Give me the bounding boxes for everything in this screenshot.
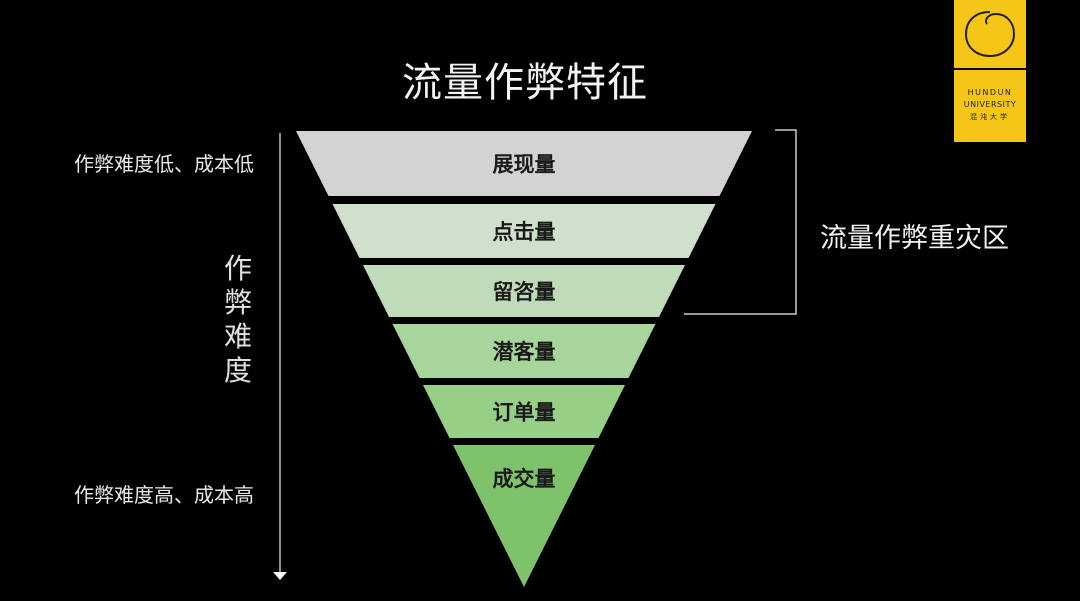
funnel-layer: [363, 265, 685, 317]
funnel-layer: [392, 324, 656, 378]
funnel-layer: [296, 131, 752, 196]
difficulty-axis-label: 作 弊 难 度: [220, 252, 256, 388]
funnel-layer: [332, 204, 716, 258]
logo-text-line3: 混沌大学: [970, 113, 1010, 121]
funnel-layer: [453, 445, 595, 587]
axis-char: 作: [223, 252, 252, 285]
hundun-logo: HUNDUN UNIVERSITY 混沌大学: [954, 0, 1026, 142]
logo-circle-icon: [964, 11, 1016, 58]
high-difficulty-note: 作弊难度高、成本高: [74, 483, 254, 507]
logo-text-line1: HUNDUN: [967, 88, 1013, 97]
page-title: 流量作弊特征: [402, 60, 648, 106]
low-difficulty-note: 作弊难度低、成本低: [74, 152, 254, 176]
funnel-layer-label: 订单量: [493, 401, 556, 425]
logo-divider: [954, 68, 1026, 70]
fraud-zone-label: 流量作弊重灾区: [820, 223, 1009, 254]
funnel-layer-label: 潜客量: [493, 340, 556, 364]
fraud-zone-bracket: [684, 129, 797, 315]
funnel-layer-label: 成交量: [493, 467, 556, 491]
funnel-layer-label: 留咨量: [493, 280, 556, 304]
funnel-layer-label: 展现量: [493, 153, 556, 177]
difficulty-arrow-head: [273, 572, 287, 580]
axis-char: 难: [223, 320, 252, 353]
axis-char: 弊: [223, 286, 252, 319]
axis-char: 度: [223, 354, 252, 387]
funnel-layer-label: 点击量: [493, 220, 556, 244]
funnel-layer: [423, 385, 625, 438]
logo-text-line2: UNIVERSITY: [963, 100, 1017, 109]
